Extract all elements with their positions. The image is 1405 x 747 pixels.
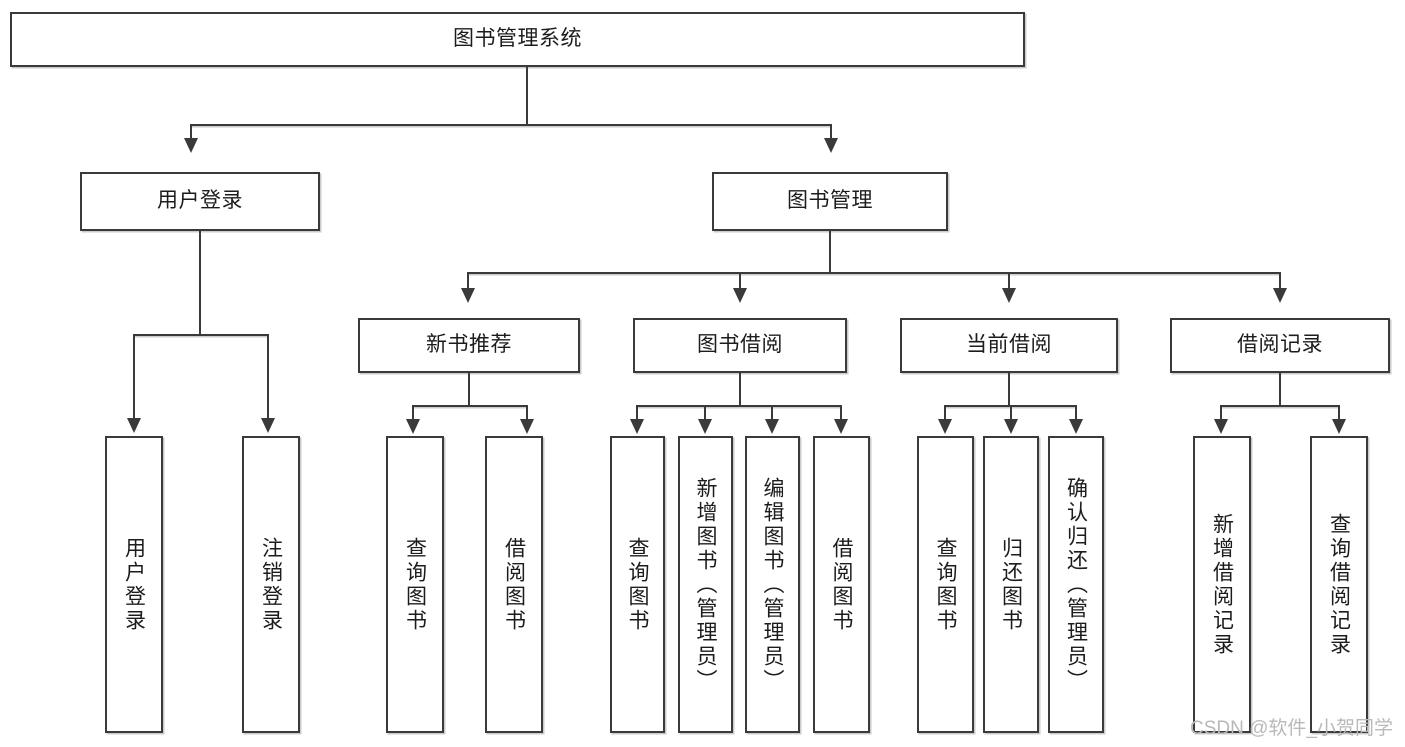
arrowhead-book-borrow [733, 288, 747, 303]
node-root-system[interactable]: 图书管理系统 [10, 12, 1025, 67]
leaf-current-return-book[interactable]: 归还图书 [983, 436, 1039, 733]
node-label: 图书管理 [787, 189, 873, 213]
node-label: 编辑图书（管理员） [761, 476, 784, 693]
connector-current-leaf-2 [1010, 405, 1012, 421]
leaf-current-confirm-return[interactable]: 确认归还（管理员） [1048, 436, 1104, 733]
node-label: 当前借阅 [966, 333, 1052, 357]
node-label: 查询图书 [626, 536, 649, 633]
leaf-record-add-record[interactable]: 新增借阅记录 [1193, 436, 1251, 733]
node-book-management[interactable]: 图书管理 [712, 172, 948, 231]
connector-current-leaf-3 [1075, 405, 1077, 421]
connector-current-leaf-1 [944, 405, 946, 421]
arrowhead-leaf-borrow-book-2 [834, 419, 848, 434]
arrowhead-borrow-record [1273, 288, 1287, 303]
connector-root-to-user-login [190, 124, 192, 141]
connector-book-mgmt-to-borrow [739, 272, 741, 290]
node-label: 借阅图书 [502, 536, 526, 633]
connector-current-stem [1008, 373, 1010, 406]
node-label: 用户登录 [122, 536, 146, 633]
arrowhead-leaf-query-book-2 [630, 419, 644, 434]
node-label: 查询图书 [934, 536, 957, 633]
arrowhead-leaf-query-book-3 [938, 419, 952, 434]
arrowhead-leaf-return-book [1004, 419, 1018, 434]
node-label: 归还图书 [999, 536, 1023, 633]
connector-recommend-leaf-2 [526, 405, 528, 421]
leaf-recommend-query-book[interactable]: 查询图书 [386, 436, 444, 733]
node-book-borrow[interactable]: 图书借阅 [633, 318, 847, 373]
node-new-book-recommend[interactable]: 新书推荐 [358, 318, 580, 373]
leaf-current-query-book[interactable]: 查询图书 [917, 436, 974, 733]
node-label: 查询图书 [403, 536, 427, 633]
node-label: 新增图书（管理员） [694, 476, 717, 693]
arrowhead-current-borrow [1002, 288, 1016, 303]
connector-book-mgmt-to-record [1279, 272, 1281, 290]
connector-book-mgmt-bus [467, 272, 1281, 274]
node-label: 用户登录 [157, 189, 243, 213]
arrowhead-leaf-add-record [1214, 419, 1228, 434]
arrowhead-leaf-confirm-return [1069, 419, 1083, 434]
node-label: 注销登录 [259, 536, 283, 633]
node-user-login[interactable]: 用户登录 [80, 172, 320, 231]
arrowhead-book-mgmt [824, 138, 838, 153]
connector-borrow-bus [636, 405, 842, 407]
arrowhead-leaf-borrow-book-1 [520, 419, 534, 434]
connector-borrow-leaf-3 [771, 405, 773, 421]
arrowhead-new-book-recommend [461, 288, 475, 303]
node-label: 新书推荐 [426, 333, 512, 357]
leaf-borrow-query-book[interactable]: 查询图书 [610, 436, 665, 733]
connector-root-bus [190, 124, 832, 126]
arrowhead-leaf-query-book-1 [406, 419, 420, 434]
connector-book-mgmt-to-recommend [467, 272, 469, 290]
arrowhead-user-login [184, 138, 198, 153]
connector-book-mgmt-stem [829, 231, 831, 273]
connector-record-stem [1279, 373, 1281, 406]
connector-root-to-book-mgmt [830, 124, 832, 141]
connector-root-stem [526, 67, 528, 125]
connector-record-bus [1220, 405, 1340, 407]
connector-borrow-leaf-1 [636, 405, 638, 421]
connector-recommend-bus [412, 405, 528, 407]
arrowhead-leaf-user-login [127, 418, 141, 433]
node-current-borrow[interactable]: 当前借阅 [900, 318, 1118, 373]
connector-user-login-leaf-1 [133, 334, 135, 420]
leaf-borrow-borrow-book[interactable]: 借阅图书 [813, 436, 870, 733]
connector-user-login-leaf-2 [267, 334, 269, 420]
leaf-record-query-record[interactable]: 查询借阅记录 [1310, 436, 1368, 733]
node-label: 借阅记录 [1237, 333, 1323, 357]
connector-user-login-bus [133, 334, 268, 336]
leaf-recommend-borrow-book[interactable]: 借阅图书 [485, 436, 543, 733]
connector-recommend-stem [468, 373, 470, 406]
leaf-borrow-edit-book[interactable]: 编辑图书（管理员） [745, 436, 800, 733]
arrowhead-leaf-logout [261, 418, 275, 433]
connector-borrow-stem [739, 373, 741, 406]
connector-record-leaf-1 [1220, 405, 1222, 421]
connector-recommend-leaf-1 [412, 405, 414, 421]
arrowhead-leaf-edit-book [765, 419, 779, 434]
node-borrow-record[interactable]: 借阅记录 [1170, 318, 1390, 373]
node-label: 新增借阅记录 [1210, 512, 1234, 657]
connector-record-leaf-2 [1338, 405, 1340, 421]
connector-borrow-leaf-2 [704, 405, 706, 421]
arrowhead-leaf-query-record [1332, 419, 1346, 434]
leaf-user-login[interactable]: 用户登录 [105, 436, 163, 733]
node-label: 借阅图书 [830, 536, 853, 633]
node-label: 图书管理系统 [453, 27, 582, 51]
connector-book-mgmt-to-current [1008, 272, 1010, 290]
node-label: 图书借阅 [697, 333, 783, 357]
node-label: 确认归还（管理员） [1064, 476, 1088, 693]
node-label: 查询借阅记录 [1327, 512, 1351, 657]
leaf-logout[interactable]: 注销登录 [242, 436, 300, 733]
arrowhead-leaf-add-book [698, 419, 712, 434]
connector-user-login-stem [199, 231, 201, 335]
connector-borrow-leaf-4 [840, 405, 842, 421]
leaf-borrow-add-book[interactable]: 新增图书（管理员） [678, 436, 733, 733]
